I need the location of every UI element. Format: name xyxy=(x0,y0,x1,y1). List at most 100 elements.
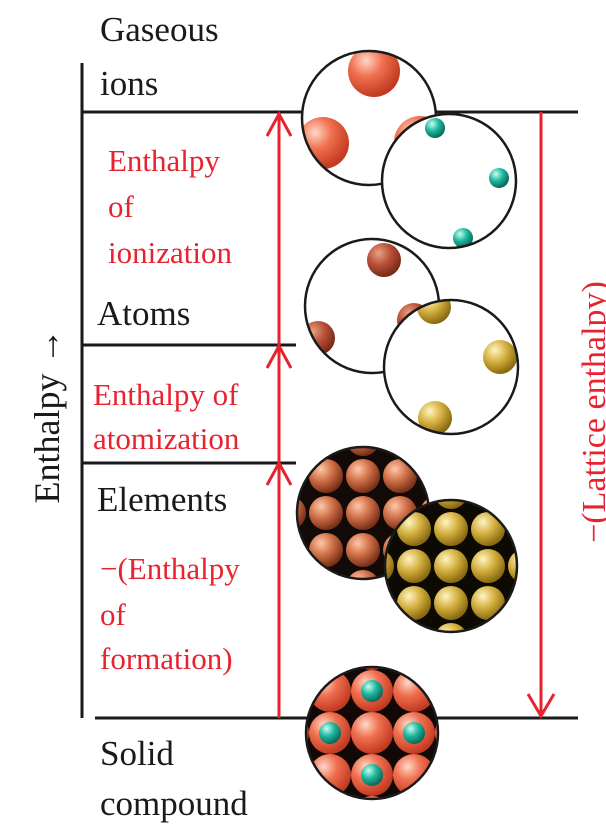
nonmetal-atom-sphere xyxy=(471,438,505,472)
nonmetal-atom-sphere xyxy=(545,438,579,472)
metal-atom-sphere xyxy=(309,607,343,641)
cation-sphere xyxy=(393,796,435,799)
metal-atom-sphere xyxy=(272,607,306,641)
nonmetal-atom-sphere xyxy=(434,660,468,694)
cation-sphere xyxy=(393,754,435,796)
metal-atom-sphere xyxy=(346,496,380,530)
level-label-ions: ions xyxy=(100,64,159,103)
enthalpy-axis-label: Enthalpy → xyxy=(27,306,67,526)
metal-atom-sphere xyxy=(297,447,306,456)
metal-atom-sphere xyxy=(235,385,269,419)
level-label-gaseous: Gaseous xyxy=(100,10,219,49)
anion-sphere xyxy=(403,722,425,744)
metal-atom-sphere xyxy=(309,533,343,567)
solid-compound-lattice xyxy=(304,665,440,801)
level-label-solid: Solid xyxy=(100,734,174,773)
metal-atom-sphere xyxy=(309,459,343,493)
metal-atom-sphere xyxy=(346,570,380,579)
nonmetal-atom-sphere xyxy=(508,660,542,694)
nonmetal-atom-sphere xyxy=(434,500,468,509)
cation-sphere xyxy=(351,712,393,754)
nonmetal-atom-sphere xyxy=(471,549,505,583)
cation-sphere xyxy=(351,796,393,799)
nonmetal-atom-sphere xyxy=(508,623,517,632)
nonmetal-atom-sphere xyxy=(545,475,579,509)
metal-atom-sphere xyxy=(346,385,380,419)
cation-sphere xyxy=(393,667,435,670)
cation-sphere xyxy=(309,670,351,712)
metal-atom-sphere xyxy=(235,607,269,641)
nonmetal-atom-sphere xyxy=(434,549,468,583)
nonmetal-atom-sphere xyxy=(471,512,505,546)
anion-sphere xyxy=(361,764,383,786)
nonmetal-atom-sphere xyxy=(434,512,468,546)
step-formation-line3: formation) xyxy=(100,641,233,676)
cation-sphere xyxy=(435,670,438,712)
level-label-compound: compound xyxy=(100,784,248,823)
metal-atom-sphere xyxy=(297,570,306,579)
nonmetal-atom-sphere xyxy=(508,549,517,583)
nonmetal-atom-sphere xyxy=(545,512,579,546)
metal-atom-sphere xyxy=(346,607,380,641)
cation-sphere xyxy=(309,667,351,670)
arrow-right-icon: → xyxy=(27,328,67,365)
cation-sphere xyxy=(435,667,438,670)
metal-atom-sphere xyxy=(272,385,306,419)
cation-sphere xyxy=(306,670,309,712)
metal-atom-sphere xyxy=(309,385,343,419)
nonmetal-atom-sphere xyxy=(545,549,579,583)
cation-sphere xyxy=(306,754,309,796)
nonmetal-atom-sphere xyxy=(545,623,579,657)
nonmetal-atom-sphere xyxy=(397,549,431,583)
nonmetal-atom-sphere xyxy=(471,660,505,694)
nonmetal-atom-sphere xyxy=(323,623,357,657)
enthalpy-axis-text: Enthalpy xyxy=(27,373,67,504)
step-formation-line2: of xyxy=(100,597,126,632)
step-ionization-line2: of xyxy=(108,189,134,224)
nonmetal-atom-sphere xyxy=(508,438,542,472)
step-arrows xyxy=(265,110,556,719)
step-ionization-line3: ionization xyxy=(108,235,232,270)
nonmetal-atom-sphere xyxy=(545,586,579,620)
anion-sphere xyxy=(361,680,383,702)
nonmetal-atom-sphere xyxy=(434,623,468,632)
metal-atom-sphere xyxy=(235,422,269,456)
atoms-nonmetal-circle xyxy=(382,298,520,436)
metal-atom-sphere xyxy=(383,459,417,493)
metal-atom-sphere xyxy=(297,496,306,530)
nonmetal-atom-sphere xyxy=(385,623,394,632)
step-atomization-line1: Enthalpy of xyxy=(93,377,239,412)
metal-atom-sphere xyxy=(309,496,343,530)
nonmetal-atom-sphere xyxy=(397,512,431,546)
gaseous-anion-circle xyxy=(380,112,518,250)
anion-sphere xyxy=(319,722,341,744)
cation-sphere xyxy=(435,796,438,799)
metal-atom-sphere xyxy=(235,496,269,530)
cation-sphere xyxy=(435,754,438,796)
cation-sphere xyxy=(309,796,351,799)
metal-atom-sphere xyxy=(235,570,269,604)
metal-atom-sphere xyxy=(346,533,380,567)
metal-atom-sphere xyxy=(235,533,269,567)
metal-atom-sphere xyxy=(346,459,380,493)
nonmetal-atom-sphere xyxy=(508,500,517,509)
step-formation-line1: −(Enthalpy xyxy=(100,551,240,586)
nonmetal-atom-sphere xyxy=(397,586,431,620)
nonmetal-atom-sphere xyxy=(545,660,579,694)
metal-atom-sphere xyxy=(346,447,380,456)
nonmetal-atom-sphere xyxy=(471,586,505,620)
cation-sphere xyxy=(351,667,393,670)
nonmetal-atom-sphere xyxy=(434,438,468,472)
step-lattice-label: −(Lattice enthalpy) xyxy=(576,281,606,543)
cation-sphere xyxy=(309,754,351,796)
level-label-elements: Elements xyxy=(97,480,228,519)
cation-sphere xyxy=(393,670,435,712)
metal-atom-sphere xyxy=(457,459,491,493)
nonmetal-atom-sphere xyxy=(434,586,468,620)
step-atomization-line2: atomization xyxy=(93,421,240,456)
level-label-atoms: Atoms xyxy=(97,294,191,333)
cation-sphere xyxy=(306,796,309,799)
step-ionization-line1: Enthalpy xyxy=(108,143,220,178)
